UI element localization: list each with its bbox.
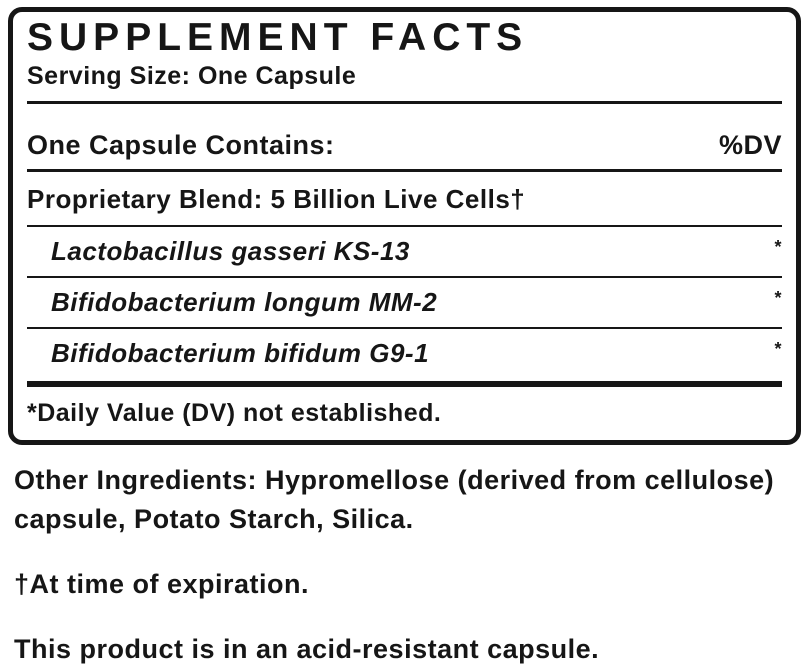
ingredient-name: Bifidobacterium longum MM-2 [51,286,438,317]
ingredient-row: Lactobacillus gasseri KS-13 * [27,236,782,267]
dv-asterisk: * [774,287,782,308]
divider [27,326,782,329]
label-notes: Other Ingredients: Hypromellose (derived… [8,461,801,668]
dv-header: %DV [718,129,782,160]
ingredient-name: Bifidobacterium bifidum G9-1 [51,337,430,368]
proprietary-blend-row: Proprietary Blend: 5 Billion Live Cells† [27,183,526,214]
divider [27,380,782,387]
ingredient-row: Bifidobacterium bifidum G9-1 * [27,338,782,369]
divider [27,100,782,104]
other-ingredients-note: Other Ingredients: Hypromellose (derived… [14,464,775,535]
capsule-note: This product is in an acid-resistant cap… [14,634,600,665]
ingredient-name: Lactobacillus gasseri KS-13 [51,235,410,266]
dv-asterisk: * [774,236,782,257]
divider [27,224,782,227]
panel-title: SUPPLEMENT FACTS [27,16,529,59]
serving-size-text: Serving Size: One Capsule [27,61,357,90]
contains-header: One Capsule Contains: [27,129,335,160]
expiration-note: †At time of expiration. [14,569,310,600]
supplement-facts-panel: SUPPLEMENT FACTS Serving Size: One Capsu… [8,7,801,445]
contains-header-row: One Capsule Contains: %DV [27,130,782,161]
divider [27,275,782,278]
divider [27,168,782,172]
dv-asterisk: * [774,338,782,359]
ingredient-row: Bifidobacterium longum MM-2 * [27,287,782,318]
dv-footnote: *Daily Value (DV) not established. [27,398,442,427]
